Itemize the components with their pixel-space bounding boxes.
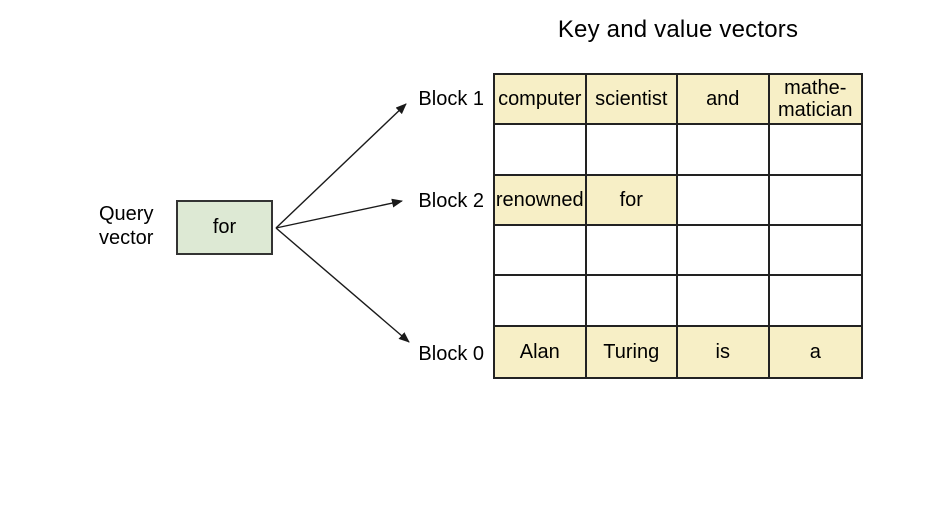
kv-cache-table: computer scientist and mathe-matician re… [493,73,863,379]
diagram-title: Key and value vectors [557,16,799,43]
kv-cell: Turing [586,326,678,377]
kv-cell [495,125,587,176]
kv-cell [769,276,861,327]
kv-cell [769,125,861,176]
arrow-to-block-0 [275,227,410,343]
kv-cell [495,225,587,277]
kv-cell: for [586,175,678,226]
kv-cell [678,175,770,226]
kv-cell [495,276,587,327]
kv-cell [586,276,678,327]
kv-cell [769,226,861,277]
kv-cell [678,276,770,327]
kv-cell: and [678,75,770,126]
kv-cell [769,176,861,226]
block-2-label: Block 2 [418,190,484,212]
query-vector-label-line2: vector [99,227,154,249]
kv-cell: computer [495,75,587,126]
kv-cell: Alan [495,326,587,377]
arrow-to-block-1 [275,103,407,229]
block-0-label: Block 0 [418,343,484,365]
kv-cell: a [769,326,861,377]
kv-cell [678,125,770,176]
kv-cell [586,125,678,176]
kv-cell: mathe-matician [769,75,861,126]
kv-cell [678,225,770,277]
kv-cell: is [678,326,770,377]
arrow-to-block-2 [275,198,403,229]
kv-cell: scientist [586,75,678,126]
query-token: for [212,216,237,238]
block-1-label: Block 1 [418,88,484,110]
query-vector-label-line1: Query [99,203,154,225]
kv-cell [586,225,678,277]
query-vector-label: Query vector [99,202,169,250]
query-vector-box: for [176,200,273,255]
kv-cell: renowned [495,175,587,226]
